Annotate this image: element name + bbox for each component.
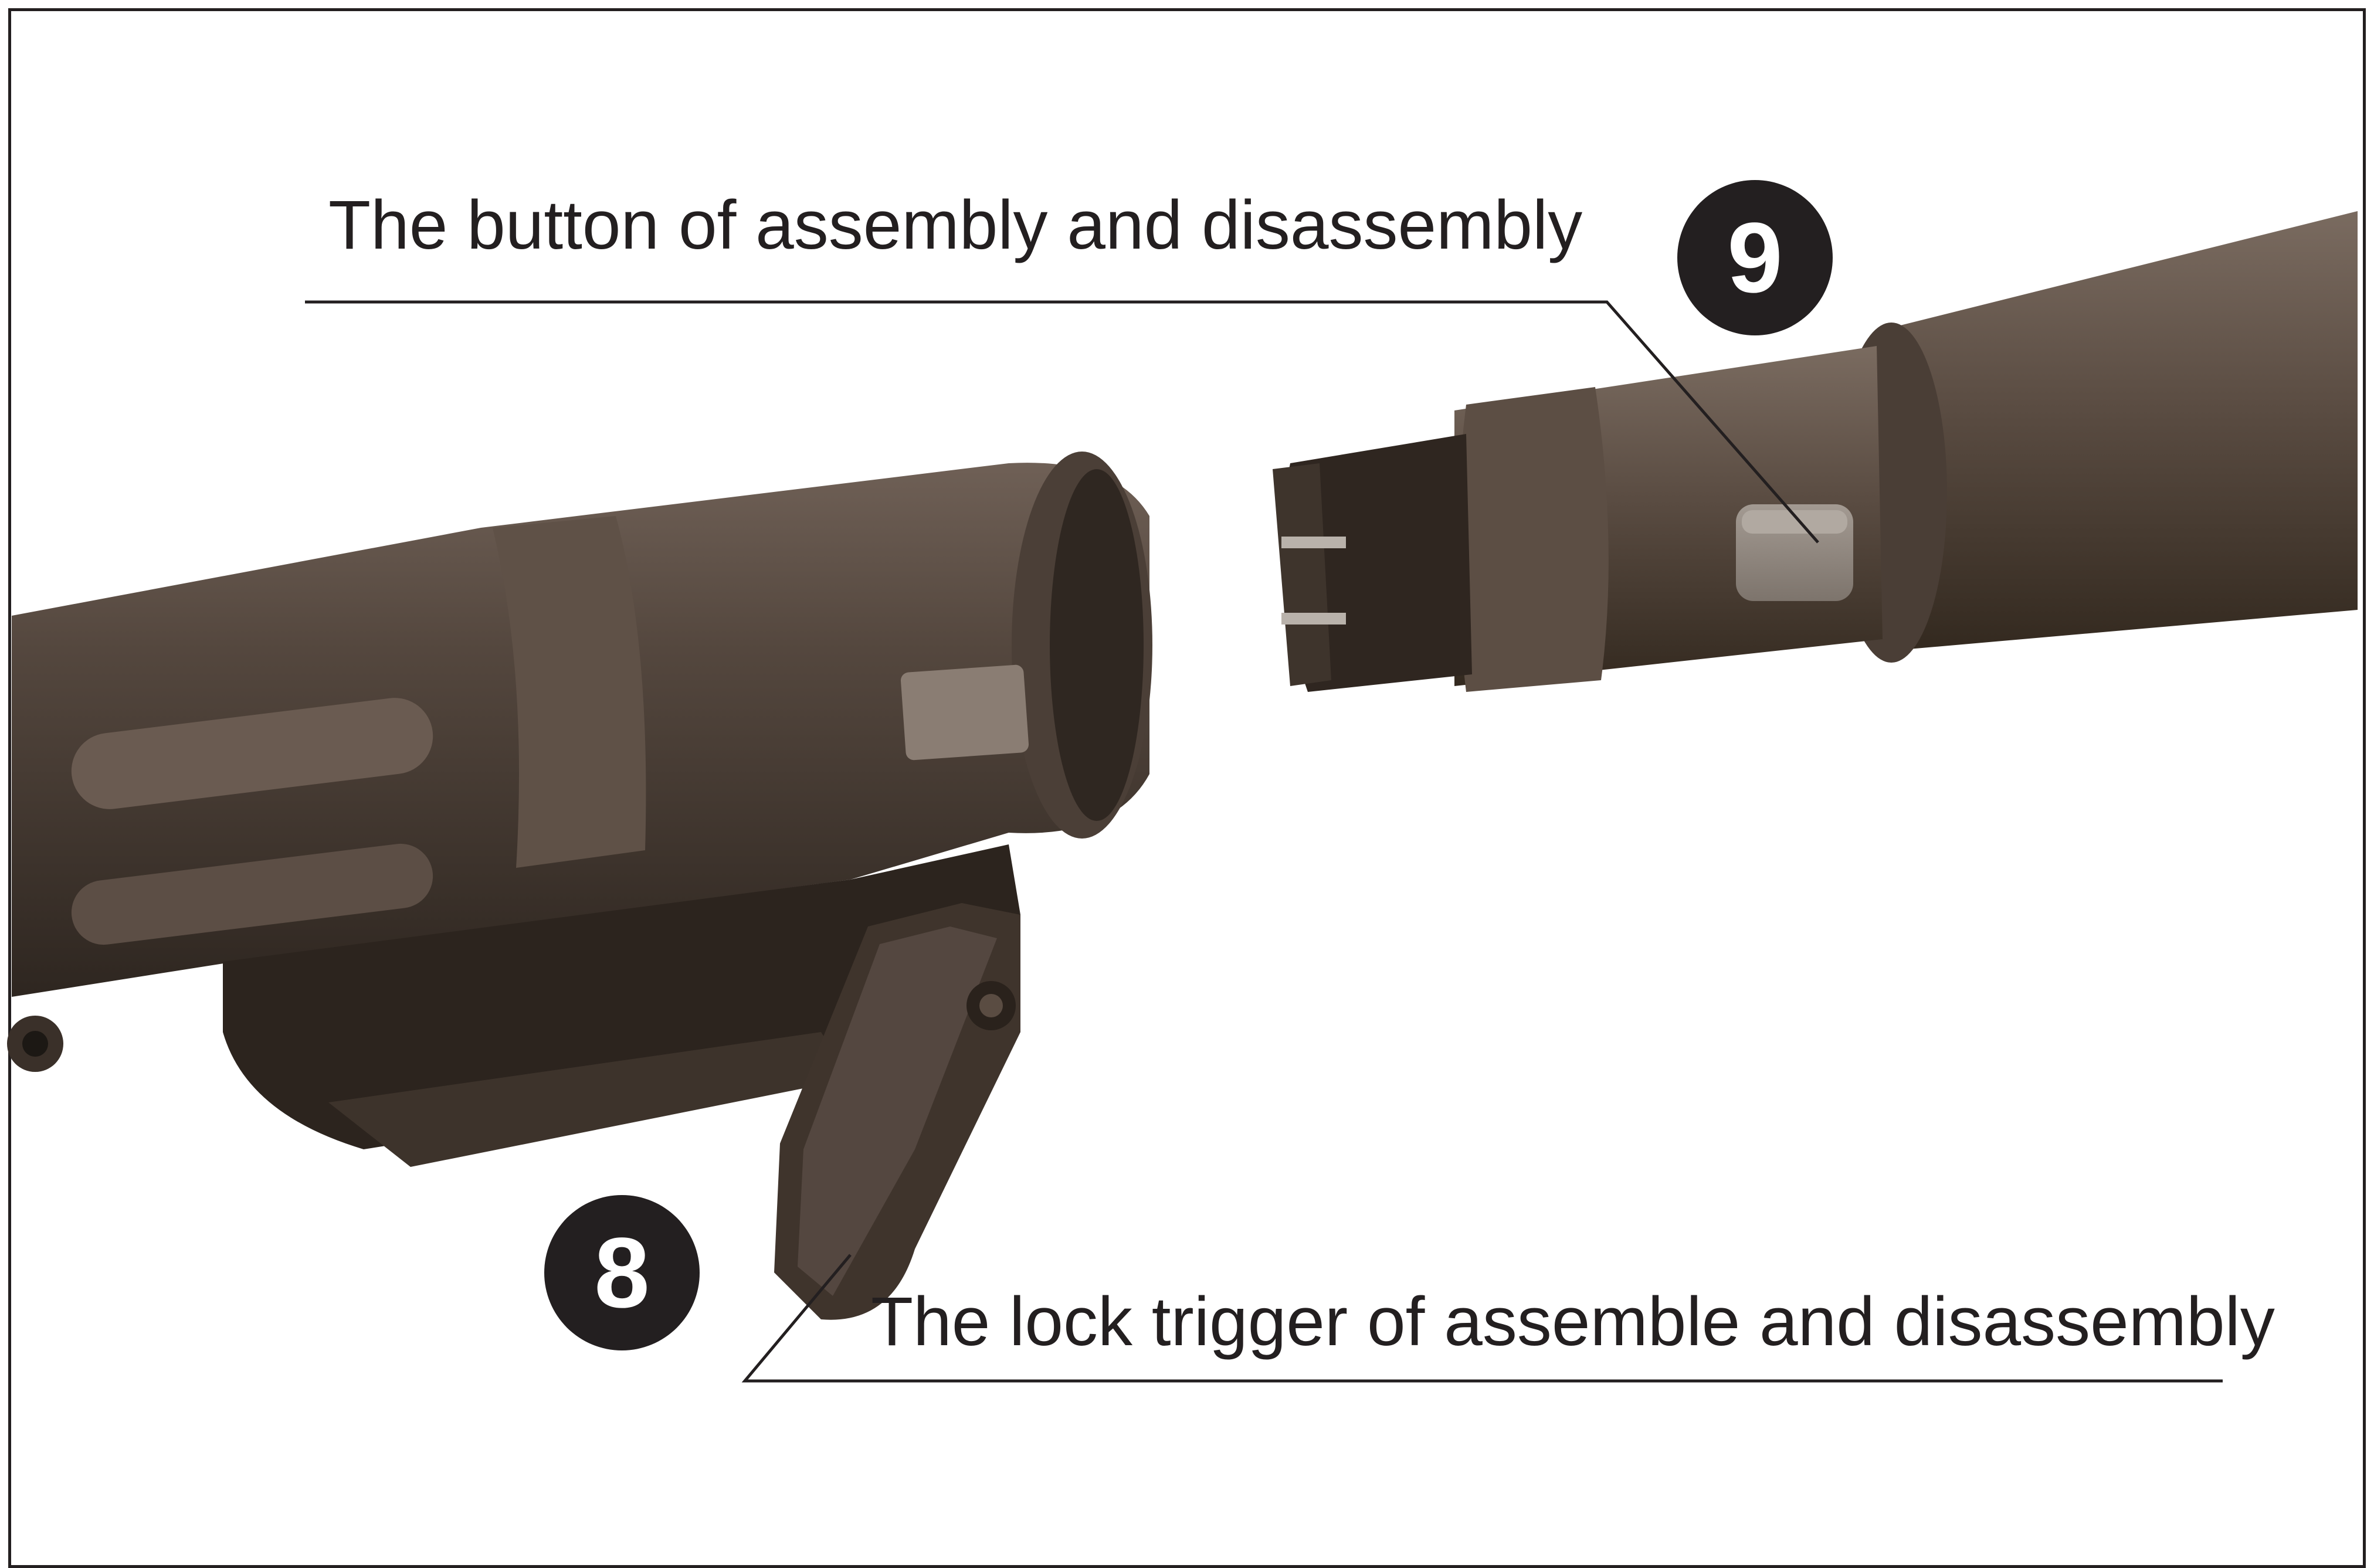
callout-label-trigger: The lock trigger of assemble and disasse…: [871, 1283, 2275, 1360]
lock-trigger: [774, 903, 1020, 1320]
leader-lines: [305, 300, 2223, 1383]
stock-body: [7, 452, 1152, 1167]
callout-label-button: The button of assembly and disassembly: [328, 186, 1583, 264]
receiver-extension: [1273, 211, 2358, 692]
leader-line-button: [305, 300, 1819, 544]
leader-line-trigger: [741, 1254, 2223, 1383]
callout-badge-8: 8: [544, 1195, 700, 1350]
callout-badge-9: 9: [1677, 180, 1833, 335]
